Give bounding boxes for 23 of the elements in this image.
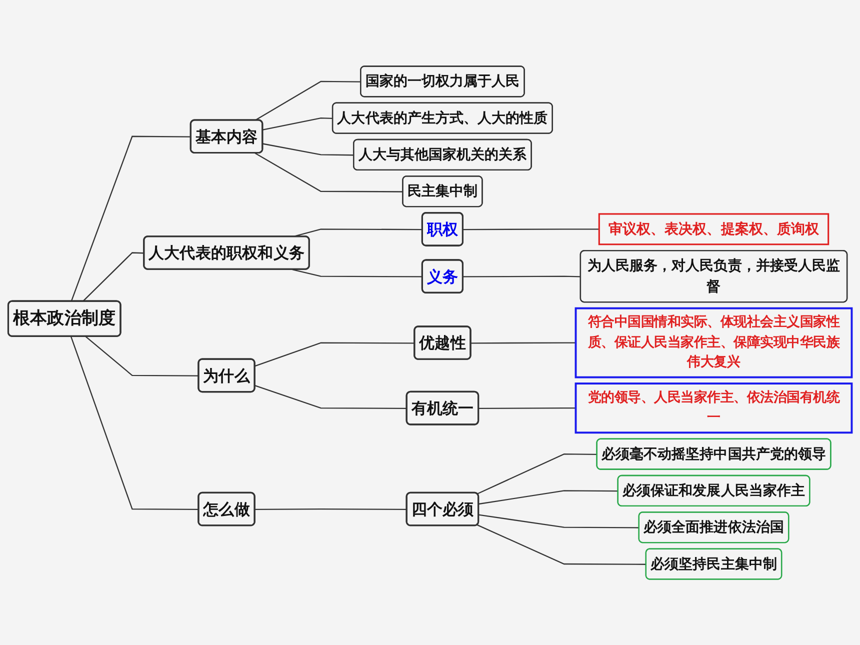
connector [70, 136, 192, 302]
node-box: 符合中国国情和实际、体现社会主义国家性质、保证人民当家作主、保障实现中华民族伟大复兴 [574, 307, 853, 378]
connector [478, 407, 576, 409]
connector [470, 342, 576, 344]
connector [254, 384, 407, 409]
connector [254, 152, 404, 192]
connector [82, 252, 144, 302]
connector [70, 336, 199, 510]
connector [254, 508, 407, 510]
node-box: 党的领导、人民当家作主、依法治国有机统一 [574, 382, 853, 434]
connector [478, 490, 618, 504]
connector [478, 514, 640, 528]
connector [463, 276, 581, 278]
connector [477, 453, 598, 494]
connector [463, 228, 600, 230]
connector [85, 336, 199, 376]
connector [292, 268, 423, 278]
node-box: 审议权、表决权、提案权、质询权 [598, 212, 830, 245]
connector [262, 117, 333, 130]
connector [477, 524, 646, 565]
connector [262, 142, 354, 156]
connector [254, 80, 362, 121]
connector [254, 342, 415, 366]
